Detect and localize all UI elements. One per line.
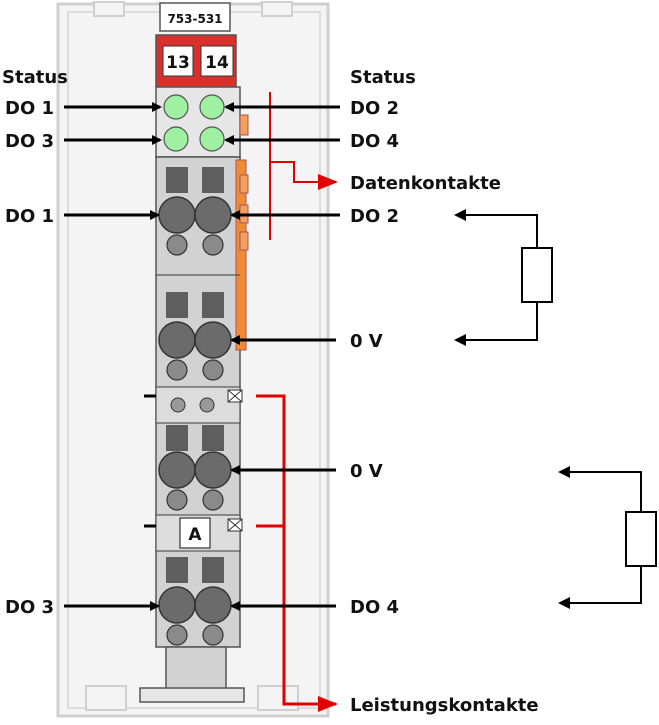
part-number-plate [159, 2, 231, 32]
connection-group-2 [158, 292, 232, 381]
status-right-label: Status [350, 67, 416, 88]
led-do1 [163, 94, 189, 120]
connection-group-4 [158, 557, 232, 646]
leistungskontakte-label: Leistungskontakte [350, 695, 539, 716]
power-contacts-indicator [256, 394, 338, 712]
marker-plate [179, 517, 211, 549]
part-number: 753-531 [167, 12, 222, 26]
marker-letter: A [188, 525, 202, 545]
terminal-number-13: 13 [166, 53, 190, 73]
right-arrows [224, 102, 340, 611]
datenkontakte-label: Datenkontakte [350, 173, 501, 194]
do1-led-label: DO 1 [5, 98, 54, 119]
do2-led-label: DO 2 [350, 98, 399, 119]
do1-connection-label: DO 1 [5, 206, 54, 227]
ov-label-1: 0 V [350, 331, 383, 352]
status-left-label: Status [2, 67, 68, 88]
do4-connection-label: DO 4 [350, 597, 399, 618]
load-circuit-1 [454, 209, 553, 346]
led-do4 [199, 126, 225, 152]
connection-group-3 [158, 425, 232, 511]
module-housing: 753-531 13 14 [139, 2, 249, 703]
resistor-icon [625, 511, 657, 567]
led-do2 [199, 94, 225, 120]
do2-connection-label: DO 2 [350, 206, 399, 227]
load-circuit-2 [558, 466, 657, 609]
do4-led-label: DO 4 [350, 131, 399, 152]
left-arrows [64, 102, 162, 611]
ov-label-2: 0 V [350, 461, 383, 482]
do3-connection-label: DO 3 [5, 597, 54, 618]
resistor-icon [521, 247, 553, 303]
led-do3 [163, 126, 189, 152]
terminal-number-14: 14 [205, 53, 229, 73]
do3-led-label: DO 3 [5, 131, 54, 152]
data-contact-strip [235, 159, 247, 351]
